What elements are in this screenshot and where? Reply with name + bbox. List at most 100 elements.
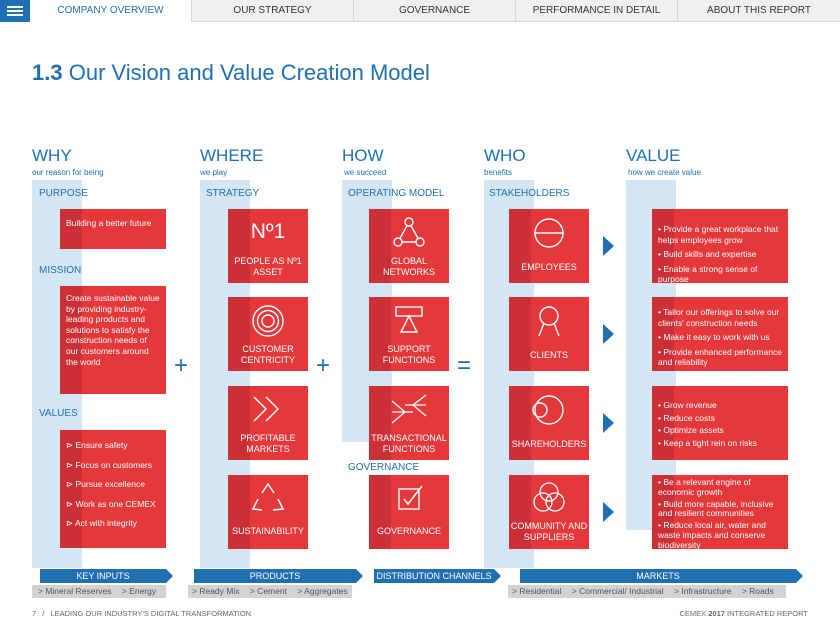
why-subtitle: our reason for being [32,168,104,177]
mission-box: Create sustainable value by providing in… [60,286,166,394]
value-item: ⊳ Focus on customers [66,459,153,470]
network-icon [393,217,425,247]
page-number: 7 [32,609,37,618]
tab-about-this-report[interactable]: ABOUT THIS REPORT [707,5,811,16]
shareholders-icon [532,395,564,425]
values-box: ⊳ Ensure safety ⊳ Focus on customers ⊳ P… [60,430,166,548]
strategy-label: STRATEGY [206,188,260,199]
person-icon [538,306,560,337]
tab-company-overview[interactable]: COMPANY OVERVIEW [30,0,192,22]
where-title: WHERE [200,146,264,165]
recycle-icon [251,482,285,511]
governance-box-label: GOVERNANCE [376,526,441,536]
why-title: WHY [32,146,72,165]
tab-governance[interactable]: GOVERNANCE [354,0,516,22]
mission-label: MISSION [39,265,82,276]
shareholders-box: SHAREHOLDERS [509,386,589,460]
purpose-text: Building a better future [66,218,152,228]
value-list-item: • Build skills and expertise [658,249,757,260]
value-list-item: • Make it easy to work with us [658,332,770,343]
plus-sign-1: + [174,352,189,379]
global-networks-label: GLOBAL NETWORKS [382,256,435,277]
report-company: CEMEX [679,609,707,618]
market-item: > Residential [512,586,562,596]
governance-label: GOVERNANCE [348,462,420,473]
value-list-item: • Tailor our offerings to solve our clie… [658,307,780,328]
community-box: COMMUNITY AND SUPPLIERS [509,475,589,549]
transactional-functions-box: TRANSACTIONAL FUNCTIONS [369,386,449,460]
target-icon [252,305,284,337]
purpose-label: PURPOSE [39,188,88,199]
arrow-right-icon [603,324,614,344]
value-item: ⊳ Pursue excellence [66,479,145,490]
value-list-item: • Reduce costs [658,412,715,423]
report-name: INTEGRATED REPORT [727,609,808,618]
menu-icon[interactable] [0,0,30,22]
market-item: > Commercial/ Industrial [571,586,664,596]
value-list-employees: • Provide a great workplace that helps e… [658,224,783,289]
operating-model-label: OPERATING MODEL [348,188,445,199]
value-list-item: • Provide enhanced performance and relia… [658,346,782,368]
how-subtitle: we succeed [344,168,387,177]
people-box: Nº1 PEOPLE AS Nº1 ASSET [228,209,308,283]
purpose-box: Building a better future [60,209,166,249]
who-title: WHO [484,146,526,165]
value-list-item: • Grow revenue [658,400,717,410]
value-subtitle: how we create value [628,168,701,177]
key-inputs-bar: KEY INPUTS [40,569,173,583]
community-label: COMMUNITY AND SUPPLIERS [510,521,588,542]
clients-box: CLIENTS [509,297,589,371]
footer-section: LEADING OUR INDUSTRY'S DIGITAL TRANSFORM… [50,609,252,618]
value-list-item: • Reduce local air, water and waste impa… [658,520,766,550]
value-box-clients: • Tailor our offerings to solve our clie… [652,297,788,371]
footer-left: 7 / LEADING OUR INDUSTRY'S DIGITAL TRANS… [32,609,251,618]
market-item: > Roads [741,586,774,596]
value-list-community: • Be a relevant engine of economic growt… [658,477,783,555]
value-list-shareholders: • Grow revenue • Reduce costs • Optimize… [658,400,783,452]
footer-right: CEMEX 2017 INTEGRATED REPORT [679,609,808,618]
customer-label: CUSTOMER CENTRICITY [241,344,295,365]
products-bar: PRODUCTS [194,569,363,583]
sustainability-label: SUSTAINABILITY [232,526,304,536]
how-title: HOW [342,146,384,165]
checkbox-icon [398,485,423,510]
who-subtitle: benefits [484,168,513,177]
page-title: 1.3 Our Vision and Value Creation Model [32,60,430,86]
value-item: ⊳ Ensure safety [66,440,128,450]
values-label: VALUES [39,408,78,419]
governance-box: GOVERNANCE [369,475,449,549]
venn-icon [533,482,565,512]
top-nav: COMPANY OVERVIEW OUR STRATEGY GOVERNANCE… [0,0,840,22]
key-input-item: > Energy [121,586,157,596]
support-functions-box: SUPPORT FUNCTIONS [369,297,449,371]
transactional-functions-label: TRANSACTIONAL FUNCTIONS [371,433,447,454]
customer-box: CUSTOMER CENTRICITY [228,297,308,371]
employees-box: EMPLOYEES [509,209,589,283]
tab-performance-in-detail[interactable]: PERFORMANCE IN DETAIL [516,0,678,22]
sustainability-box: SUSTAINABILITY [228,475,308,549]
value-list-item: • Build more capable, inclusive and resi… [658,498,774,519]
key-inputs-items: > Mineral Reserves > Energy [32,585,166,598]
product-item: > Aggregates [297,586,348,596]
value-box-community: • Be a relevant engine of economic growt… [652,475,788,550]
stakeholders-label: STAKEHOLDERS [489,188,570,199]
employees-label: EMPLOYEES [521,262,577,272]
arrow-right-icon [603,502,614,522]
value-list-item: • Keep a tight rein on risks [658,437,757,448]
people-label: PEOPLE AS Nº1 ASSET [234,256,302,277]
exchange-arrows-icon [391,394,427,424]
footer-sep: / [42,609,45,618]
markets-label: PROFITABLE MARKETS [240,433,296,454]
employees-icon [534,218,564,248]
support-functions-label: SUPPORT FUNCTIONS [382,344,436,365]
key-input-item: > Mineral Reserves [38,586,112,596]
value-list-item: • Optimize assets [658,425,724,436]
value-item: ⊳ Work as one CEMEX [66,498,156,509]
clients-label: CLIENTS [529,350,568,360]
arrow-right-icon [603,413,614,433]
tab-our-strategy[interactable]: OUR STRATEGY [192,0,354,22]
title-text: Our Vision and Value Creation Model [68,60,430,85]
value-list-item: • Provide a great workplace that helps e… [658,224,779,245]
market-item: > Infrastructure [674,586,732,596]
